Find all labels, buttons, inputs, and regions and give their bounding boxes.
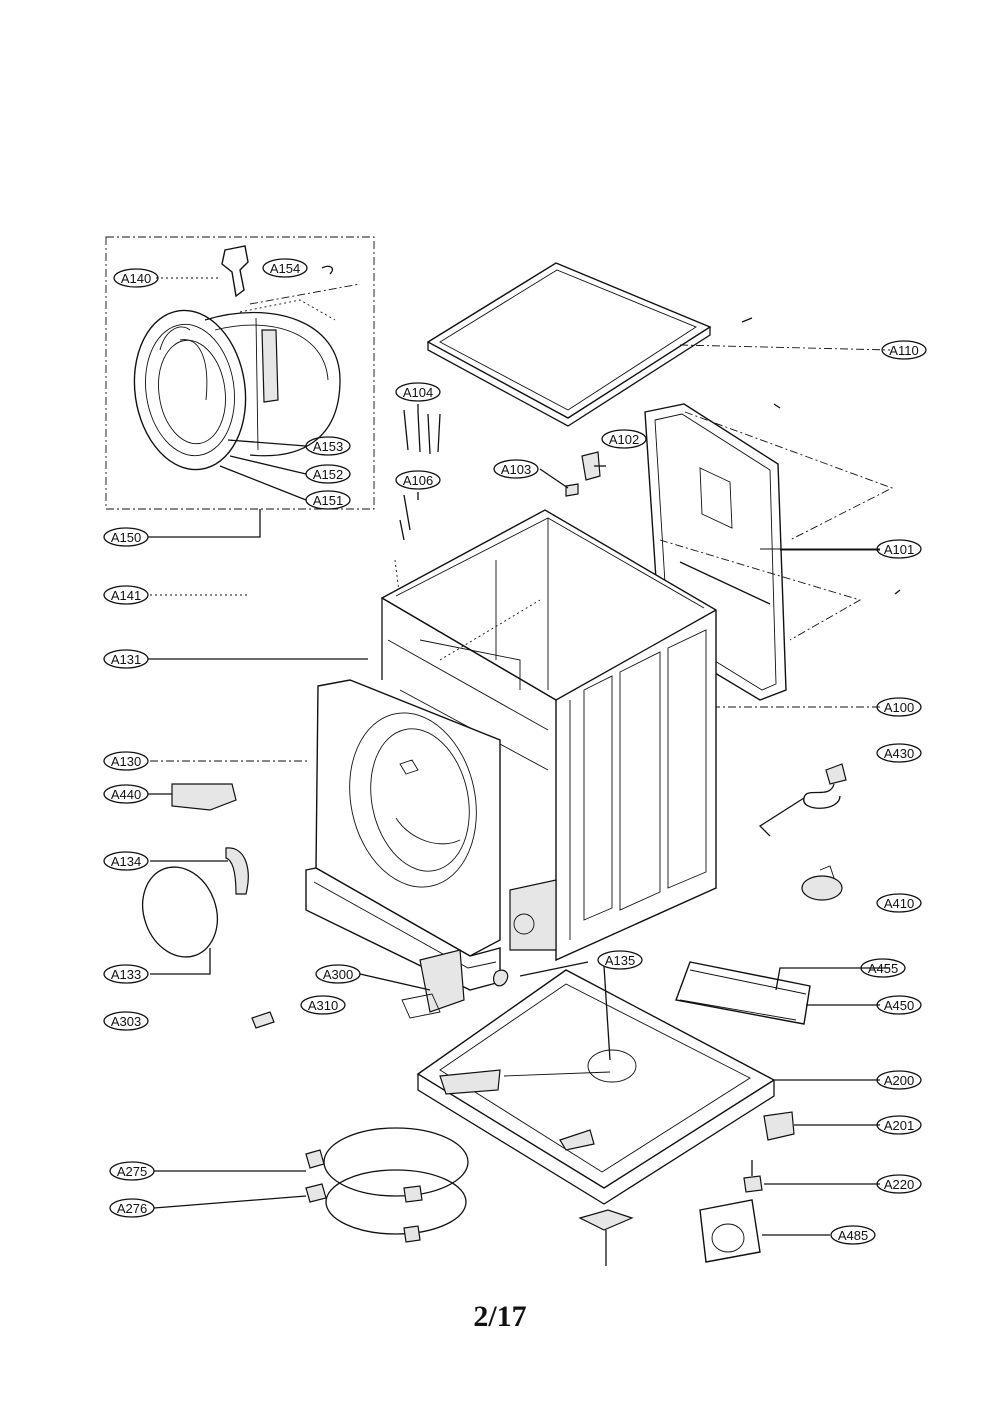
svg-text:A130: A130	[111, 754, 141, 769]
svg-text:A106: A106	[403, 473, 433, 488]
label-A154: A154	[262, 258, 308, 278]
label-A450: A450	[876, 995, 922, 1015]
top-plate-drawing	[426, 262, 891, 427]
label-A200: A200	[876, 1070, 922, 1090]
svg-text:A200: A200	[884, 1073, 914, 1088]
label-A303: A303	[103, 1011, 149, 1031]
svg-text:A135: A135	[605, 953, 635, 968]
svg-text:A141: A141	[111, 588, 141, 603]
svg-text:A430: A430	[884, 746, 914, 761]
right-parts-drawing	[578, 763, 847, 1266]
door-assembly-drawing	[133, 245, 361, 471]
svg-text:A153: A153	[313, 439, 343, 454]
svg-text:A140: A140	[121, 271, 151, 286]
svg-text:A100: A100	[884, 700, 914, 715]
label-A276: A276	[109, 1198, 155, 1218]
label-A275: A275	[109, 1161, 155, 1181]
label-A103: A103	[493, 459, 539, 479]
label-A140: A140	[113, 268, 159, 288]
front-panel-drawing	[305, 679, 509, 1019]
svg-text:A102: A102	[609, 432, 639, 447]
svg-text:A201: A201	[884, 1118, 914, 1133]
label-A130: A130	[103, 751, 149, 771]
label-A152: A152	[305, 464, 351, 484]
svg-text:A300: A300	[323, 967, 353, 982]
svg-text:A134: A134	[111, 854, 141, 869]
label-A310: A310	[300, 995, 346, 1015]
small-hoses-drawing	[394, 409, 601, 601]
left-parts-drawing	[142, 783, 275, 1029]
svg-text:A104: A104	[403, 385, 433, 400]
page-number: 2/17	[473, 1300, 527, 1333]
svg-text:A450: A450	[884, 998, 914, 1013]
svg-text:A103: A103	[501, 462, 531, 477]
svg-text:A150: A150	[111, 530, 141, 545]
svg-text:A133: A133	[111, 967, 141, 982]
svg-text:A151: A151	[313, 493, 343, 508]
label-A485: A485	[830, 1225, 876, 1245]
label-A135: A135	[597, 950, 643, 970]
label-A440: A440	[103, 784, 149, 804]
label-A201: A201	[876, 1115, 922, 1135]
label-A131: A131	[103, 649, 149, 669]
svg-text:A101: A101	[884, 542, 914, 557]
svg-text:A110: A110	[889, 343, 918, 358]
svg-text:A455: A455	[868, 961, 898, 976]
label-A300: A300	[315, 964, 361, 984]
svg-text:A275: A275	[117, 1164, 147, 1179]
label-A104: A104	[395, 382, 441, 402]
leader-lines	[148, 404, 890, 1236]
svg-text:A152: A152	[313, 467, 343, 482]
drain-hoses-drawing	[305, 1127, 469, 1243]
label-A410: A410	[876, 893, 922, 913]
svg-text:A410: A410	[884, 896, 914, 911]
label-A153: A153	[305, 436, 351, 456]
svg-text:A220: A220	[884, 1177, 914, 1192]
base-frame-drawing	[416, 969, 776, 1205]
svg-text:A310: A310	[308, 998, 338, 1013]
svg-text:A276: A276	[117, 1201, 147, 1216]
label-A220: A220	[876, 1174, 922, 1194]
label-A150: A150	[103, 527, 149, 547]
label-A141: A141	[103, 585, 149, 605]
svg-text:A154: A154	[270, 261, 300, 276]
label-A133: A133	[103, 964, 149, 984]
part-labels: A140 A154 A153 A152 A151 A150 A141 A131 …	[103, 258, 927, 1245]
label-A100: A100	[876, 697, 922, 717]
svg-text:A485: A485	[838, 1228, 868, 1243]
label-A101: A101	[876, 539, 922, 559]
label-A455: A455	[860, 958, 906, 978]
svg-text:A303: A303	[111, 1014, 141, 1029]
label-A106: A106	[395, 470, 441, 490]
door-assembly-box	[105, 236, 375, 510]
cabinet-drawing	[380, 509, 717, 962]
svg-text:A131: A131	[111, 652, 141, 667]
svg-text:A440: A440	[111, 787, 141, 802]
label-A134: A134	[103, 851, 149, 871]
label-A430: A430	[876, 743, 922, 763]
label-A110: A110	[881, 340, 927, 360]
label-A151: A151	[305, 490, 351, 510]
label-A102: A102	[601, 429, 647, 449]
